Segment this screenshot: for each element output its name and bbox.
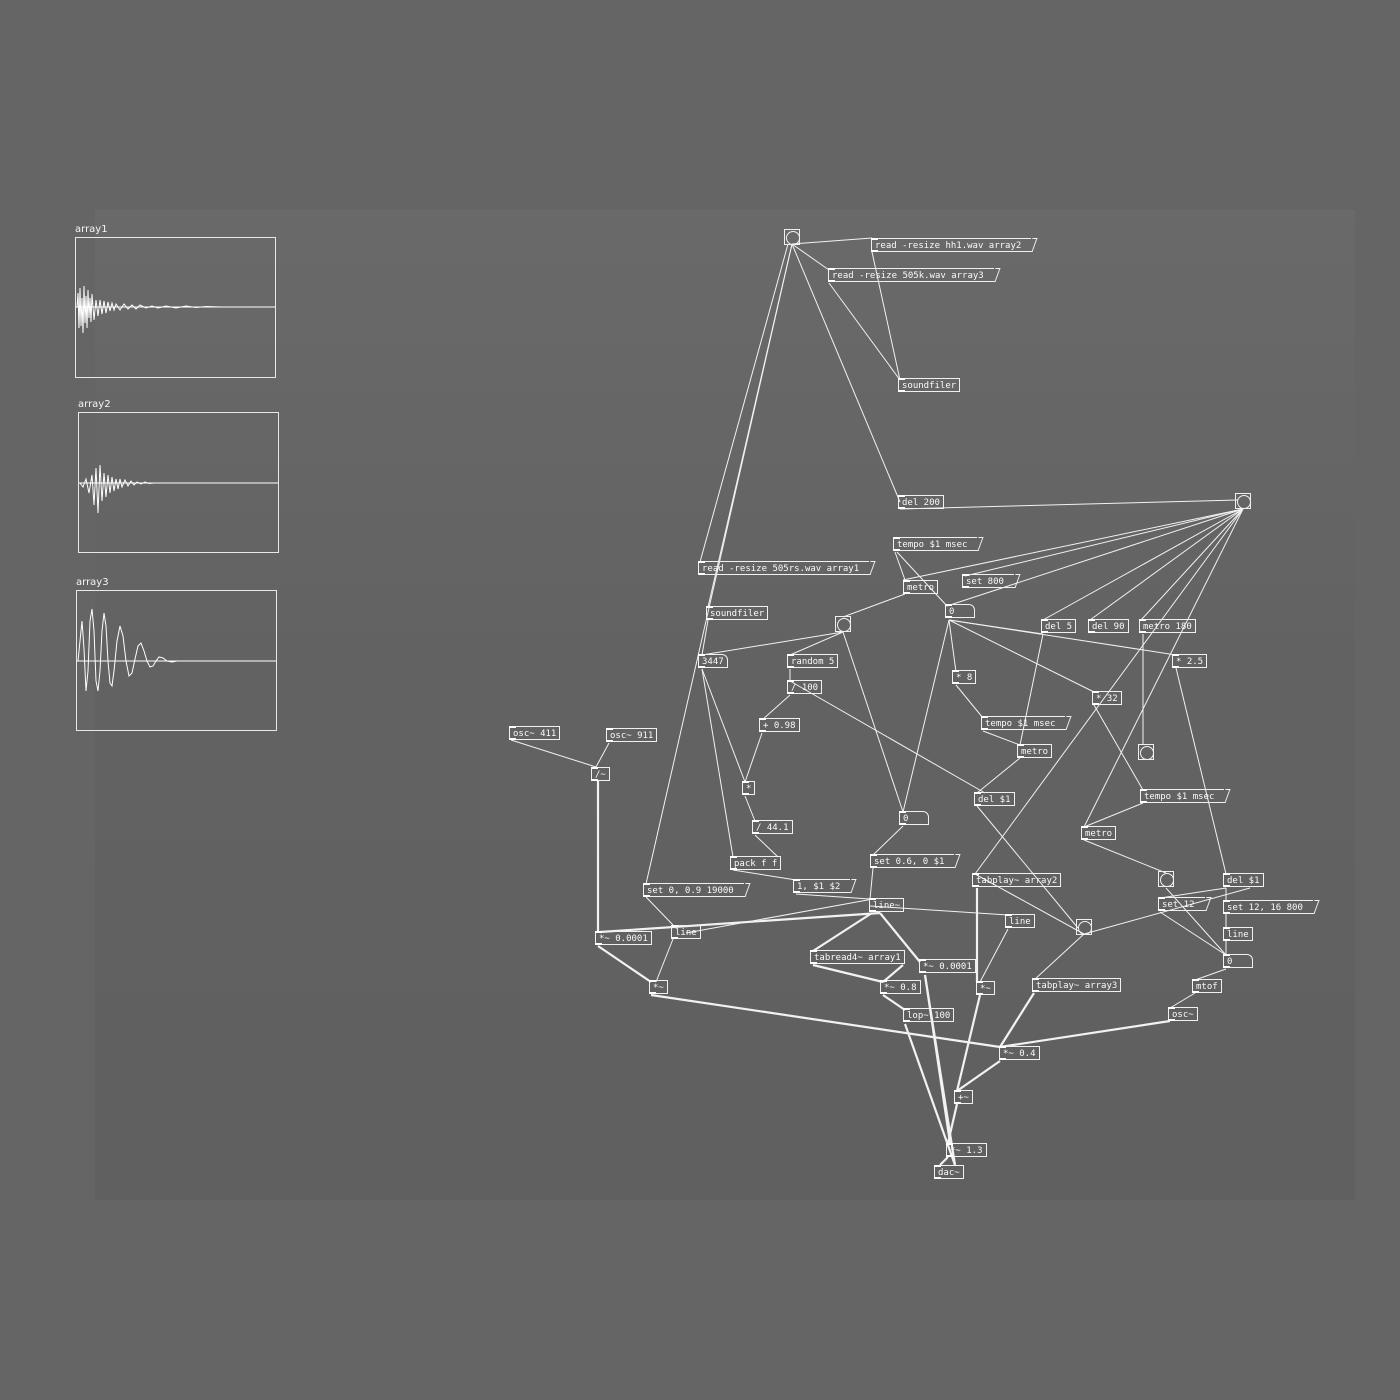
obj-line-tilde[interactable]: line~: [869, 898, 905, 912]
bang-load[interactable]: [784, 229, 800, 245]
obj-div-44-1[interactable]: / 44.1: [752, 820, 793, 834]
array3-label: array3: [76, 577, 109, 588]
bang-start[interactable]: [1235, 493, 1251, 509]
obj-osc-911[interactable]: osc~ 911: [606, 728, 658, 742]
obj-mul-sig-a[interactable]: *~: [649, 980, 668, 994]
obj-metro-180[interactable]: metro 180: [1139, 619, 1196, 633]
obj-del-dollar-1[interactable]: del $1: [974, 792, 1015, 806]
msg-read-505k-text: read -resize 505k.wav array3: [832, 271, 984, 281]
obj-del-90[interactable]: del 90: [1088, 619, 1129, 633]
msg-tempo-1[interactable]: tempo $1 msec: [893, 537, 985, 551]
msg-set-12-text: set 12: [1162, 900, 1195, 910]
bang-random[interactable]: [835, 616, 851, 632]
obj-add-0-98[interactable]: + 0.98: [759, 718, 800, 732]
obj-line-3[interactable]: line: [1223, 927, 1253, 941]
msg-read-505k[interactable]: read -resize 505k.wav array3: [828, 268, 1001, 282]
obj-osc-sig[interactable]: osc~: [1168, 1007, 1198, 1021]
obj-del-5[interactable]: del 5: [1041, 619, 1077, 633]
msg-1-s1-s2[interactable]: 1, $1 $2: [793, 879, 857, 893]
msg-tempo-1-text: tempo $1 msec: [897, 540, 968, 550]
msg-set-12-16-800[interactable]: set 12, 16 800: [1223, 900, 1320, 914]
obj-soundfiler-top[interactable]: soundfiler: [898, 378, 961, 392]
msg-read-505rs-text: read -resize 505rs.wav array1: [702, 564, 860, 574]
array2-graph[interactable]: [78, 412, 279, 553]
obj-mul-sig-0001-a[interactable]: *~ 0.0001: [595, 931, 652, 945]
array2-waveform: [79, 464, 278, 514]
obj-mtof[interactable]: mtof: [1192, 979, 1222, 993]
array1-waveform: [76, 285, 275, 334]
msg-set-0-6[interactable]: set 0.6, 0 $1: [870, 854, 962, 868]
msg-1-s1-s2-text: 1, $1 $2: [797, 882, 841, 892]
array3-waveform: [77, 608, 276, 692]
array2-label: array2: [78, 399, 111, 410]
msg-set-12[interactable]: set 12: [1158, 897, 1212, 911]
obj-div-100[interactable]: / 100: [787, 680, 823, 694]
obj-pack-ff[interactable]: pack f f: [730, 856, 782, 870]
obj-soundfiler-mid[interactable]: soundfiler: [706, 606, 769, 620]
number-box-c[interactable]: 0: [1223, 954, 1253, 968]
obj-tabplay-array2[interactable]: tabplay~ array2: [972, 873, 1062, 887]
obj-mul-2-5[interactable]: * 2.5: [1172, 654, 1208, 668]
obj-add-sig[interactable]: +~: [954, 1090, 973, 1104]
obj-random-5[interactable]: random 5: [787, 654, 839, 668]
obj-line-2[interactable]: line: [671, 925, 701, 939]
obj-dac[interactable]: dac~: [934, 1165, 964, 1179]
obj-mul-sig-1-3[interactable]: *~ 1.3: [946, 1143, 987, 1157]
msg-set-0-0-9[interactable]: set 0, 0.9 19000: [643, 883, 751, 897]
msg-read-hh1[interactable]: read -resize hh1.wav array2: [871, 238, 1038, 252]
msg-set-12-16-800-text: set 12, 16 800: [1227, 903, 1303, 913]
number-box-a[interactable]: 0: [945, 604, 975, 618]
obj-osc-411[interactable]: osc~ 411: [509, 726, 561, 740]
array3-graph[interactable]: [76, 590, 277, 731]
obj-lop-100[interactable]: lop~ 100: [903, 1008, 955, 1022]
msg-tempo-2[interactable]: tempo $1 msec: [981, 716, 1073, 730]
msg-set-0-0-9-text: set 0, 0.9 19000: [647, 886, 734, 896]
array1-graph[interactable]: [75, 237, 276, 378]
msg-set-0-6-text: set 0.6, 0 $1: [874, 857, 945, 867]
obj-mul-sig-b[interactable]: *~: [976, 981, 995, 995]
msg-set-800-text: set 800: [966, 577, 1004, 587]
obj-div-sig[interactable]: /~: [591, 767, 610, 781]
obj-metro-3[interactable]: metro: [1081, 826, 1117, 840]
obj-mul-sig-0-8[interactable]: *~ 0.8: [880, 980, 921, 994]
obj-tabplay-array3[interactable]: tabplay~ array3: [1032, 978, 1122, 992]
obj-mul-sig-0-4[interactable]: *~ 0.4: [999, 1046, 1040, 1060]
msg-tempo-3[interactable]: tempo $1 msec: [1140, 789, 1232, 803]
obj-metro-2[interactable]: metro: [1017, 744, 1053, 758]
obj-del-dollar-2[interactable]: del $1: [1223, 873, 1264, 887]
bang-metro-3[interactable]: [1158, 871, 1174, 887]
obj-mul-8[interactable]: * 8: [952, 670, 977, 684]
msg-tempo-3-text: tempo $1 msec: [1144, 792, 1215, 802]
obj-line-1[interactable]: line: [1005, 914, 1035, 928]
msg-read-505rs[interactable]: read -resize 505rs.wav array1: [698, 561, 876, 575]
array1-label: array1: [75, 224, 108, 235]
obj-tabread4[interactable]: tabread4~ array1: [810, 950, 905, 964]
obj-metro-1[interactable]: metro: [903, 580, 939, 594]
msg-set-800[interactable]: set 800: [962, 574, 1021, 588]
msg-read-hh1-text: read -resize hh1.wav array2: [875, 241, 1022, 251]
obj-mul-sig-0001-b[interactable]: *~ 0.0001: [919, 959, 976, 973]
number-box-b[interactable]: 0: [899, 811, 929, 825]
bang-tabplay[interactable]: [1076, 919, 1092, 935]
number-box-3447[interactable]: 3447: [698, 654, 728, 668]
bang-metro-180[interactable]: [1138, 744, 1154, 760]
obj-mul-32[interactable]: * 32: [1092, 691, 1122, 705]
msg-tempo-2-text: tempo $1 msec: [985, 719, 1056, 729]
obj-mul-plain[interactable]: *: [742, 781, 756, 795]
obj-del-200[interactable]: del 200: [898, 495, 944, 509]
